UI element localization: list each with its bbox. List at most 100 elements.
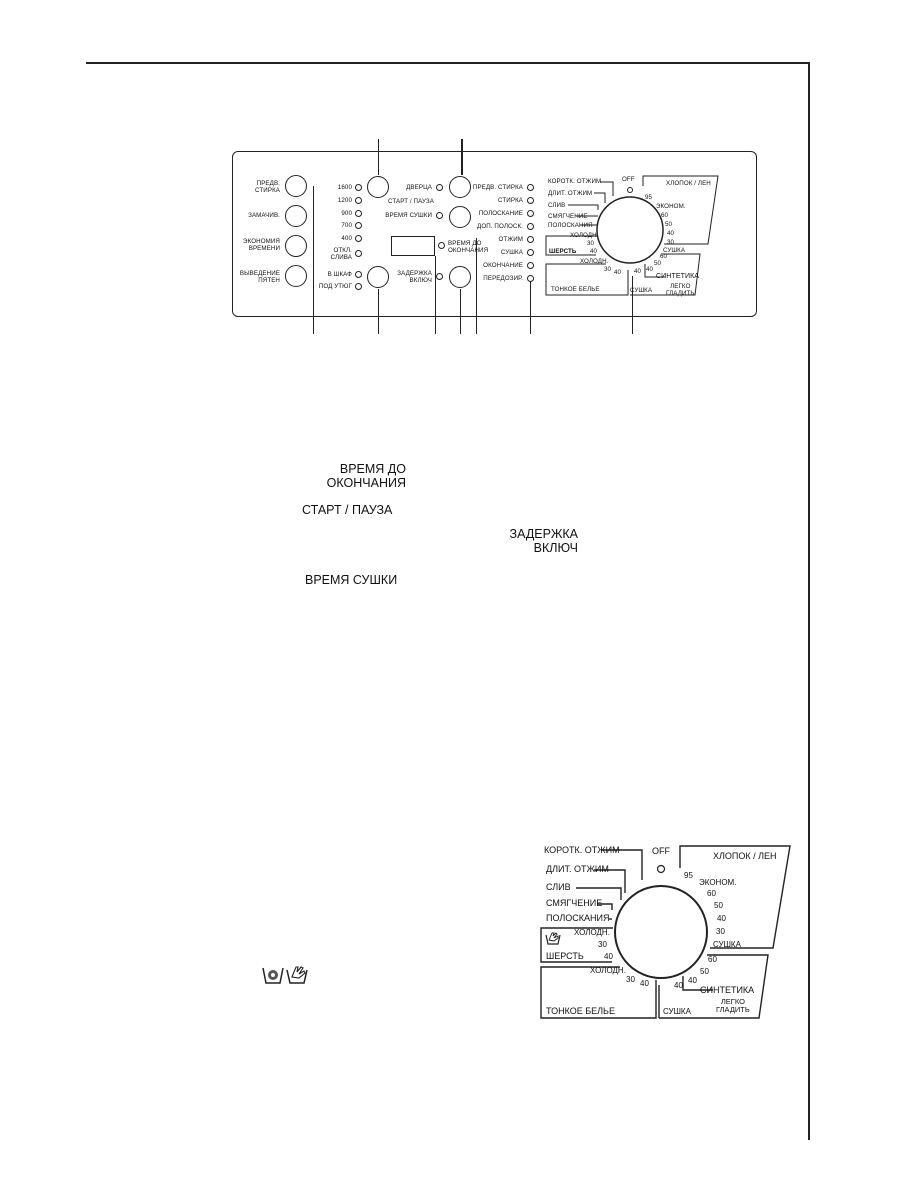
dry-time-led bbox=[436, 212, 443, 219]
spin-900: 900 bbox=[341, 210, 352, 217]
phase-extra-rinse: ДОП. ПОЛОСК. bbox=[477, 223, 523, 230]
small-cotton-95: 95 bbox=[645, 194, 653, 201]
small-synth-40a: 40 bbox=[646, 266, 654, 273]
small-cotton-30: 30 bbox=[667, 239, 675, 246]
start-pause-label: СТАРТ / ПАУЗА bbox=[387, 198, 434, 205]
dial-cotton-title: ХЛОПОК / ЛЕН bbox=[713, 851, 777, 861]
dial-wool-30: 30 bbox=[598, 940, 607, 949]
cupboard-dry-label: В ШКАФ bbox=[327, 271, 352, 278]
small-synth-50: 50 bbox=[654, 260, 662, 267]
hand-wash-icon bbox=[286, 966, 308, 984]
phase-extra-rinse-led bbox=[527, 223, 534, 230]
small-prog-rinses: ПОЛОСКАНИЯ bbox=[548, 222, 593, 229]
small-prog-drain: СЛИВ bbox=[548, 202, 566, 209]
small-cotton-dry: СУШКА bbox=[663, 247, 686, 254]
right-rule bbox=[808, 62, 810, 1140]
small-delicate-cold: ХОЛОДН. bbox=[580, 258, 609, 265]
phase-spin: ОТЖИМ bbox=[498, 236, 523, 243]
dial-cotton-50: 50 bbox=[714, 901, 723, 910]
delay-led bbox=[436, 273, 443, 280]
note-delay-l2: ВКЛЮЧ bbox=[533, 541, 578, 555]
small-synth-60: 60 bbox=[660, 253, 668, 260]
dial-cotton-40: 40 bbox=[717, 914, 726, 923]
dial-off-label: OFF bbox=[652, 846, 670, 856]
soak-button[interactable] bbox=[285, 205, 307, 227]
note-time-left: ВРЕМЯ ДО ОКОНЧАНИЯ bbox=[300, 462, 406, 490]
delay-button[interactable] bbox=[449, 266, 471, 288]
dial-synth-60: 60 bbox=[708, 955, 717, 964]
small-cotton-eco: ЭКОНОМ. bbox=[656, 203, 686, 210]
dry-time-button[interactable] bbox=[449, 206, 471, 228]
note-dry-time: ВРЕМЯ СУШКИ bbox=[305, 573, 398, 587]
note-start-pause: СТАРТ / ПАУЗА bbox=[302, 503, 393, 517]
phase-dry-led bbox=[527, 249, 534, 256]
dial-prog-long-spin: ДЛИТ. ОТЖИМ bbox=[546, 864, 609, 874]
note-delay: ЗАДЕРЖКА ВКЛЮЧ bbox=[470, 527, 578, 555]
callout-line bbox=[435, 256, 436, 334]
cupboard-dry-led bbox=[355, 271, 362, 278]
door-led bbox=[436, 184, 443, 191]
small-delicate-30: 30 bbox=[604, 266, 612, 273]
small-prog-long-spin: ДЛИТ. ОТЖИМ bbox=[548, 190, 593, 197]
small-wool-40: 40 bbox=[590, 248, 598, 255]
small-synth-dry: СУШКА bbox=[630, 287, 653, 294]
prewash-label: ПРЕДВ.СТИРКА bbox=[255, 180, 280, 194]
dial-prog-softener: СМЯГЧЕНИЕ bbox=[546, 898, 603, 908]
small-dial-graphics bbox=[545, 175, 719, 296]
dial-delicate-30: 30 bbox=[626, 975, 635, 984]
dial-wool-40: 40 bbox=[604, 952, 613, 961]
spin-900-led bbox=[355, 210, 362, 217]
callout-line bbox=[460, 289, 461, 334]
small-cotton-40: 40 bbox=[667, 230, 675, 237]
callout-line bbox=[632, 276, 633, 334]
callout-line bbox=[378, 289, 379, 334]
spin-1600: 1600 bbox=[337, 184, 352, 191]
time-left-led bbox=[438, 242, 445, 249]
start-pause-button[interactable] bbox=[449, 176, 471, 198]
spin-button[interactable] bbox=[367, 176, 389, 198]
phase-prewash-led bbox=[527, 184, 534, 191]
dial-synth-dry: СУШКА bbox=[663, 1007, 691, 1016]
dial-synth-50: 50 bbox=[700, 967, 709, 976]
phase-dry: СУШКА bbox=[500, 249, 523, 256]
dial-prog-drain: СЛИВ bbox=[546, 882, 571, 892]
spin-1600-led bbox=[355, 184, 362, 191]
small-cotton-50: 50 bbox=[665, 221, 673, 228]
time-display bbox=[391, 236, 435, 256]
dial-cotton-eco: ЭКОНОМ. bbox=[699, 878, 737, 887]
small-prog-softener: СМЯГЧЕНИЕ bbox=[548, 213, 588, 220]
stain-button[interactable] bbox=[285, 265, 307, 287]
dial-cotton-dry: СУШКА bbox=[713, 940, 741, 949]
top-rule bbox=[86, 62, 809, 64]
dial-prog-rinses: ПОЛОСКАНИЯ bbox=[546, 913, 610, 923]
phase-wash-led bbox=[527, 197, 534, 204]
spin-700: 700 bbox=[341, 222, 352, 229]
small-delicate-40: 40 bbox=[614, 269, 622, 276]
dial-synth-40a: 40 bbox=[688, 976, 697, 985]
phase-rinse-led bbox=[527, 210, 534, 217]
phase-rinse: ПОЛОСКАНИЕ bbox=[478, 210, 523, 217]
callout-line bbox=[530, 282, 531, 334]
callout-line bbox=[313, 186, 314, 334]
rinse-hold-led bbox=[355, 250, 362, 257]
dial-wool-title: ШЕРСТЬ bbox=[546, 951, 584, 961]
rinse-hold-label: ОТКЛ.СЛИВА bbox=[330, 247, 352, 261]
iron-dry-led bbox=[355, 283, 362, 290]
prewash-button[interactable] bbox=[285, 175, 307, 197]
time-saver-button[interactable] bbox=[285, 235, 307, 257]
dial-prog-short-spin: КОРОТК. ОТЖИМ bbox=[544, 845, 620, 855]
spin-700-led bbox=[355, 222, 362, 229]
note-time-left-l2: ОКОНЧАНИЯ bbox=[326, 476, 406, 490]
small-synth-title: СИНТЕТИКА bbox=[656, 273, 700, 280]
dryness-button[interactable] bbox=[367, 266, 389, 288]
dial-synth-40b: 40 bbox=[674, 981, 683, 990]
phase-spin-led bbox=[527, 236, 534, 243]
phase-end: ОКОНЧАНИЕ bbox=[483, 262, 523, 269]
phase-overdose-led bbox=[527, 275, 534, 282]
callout-line bbox=[378, 139, 379, 175]
